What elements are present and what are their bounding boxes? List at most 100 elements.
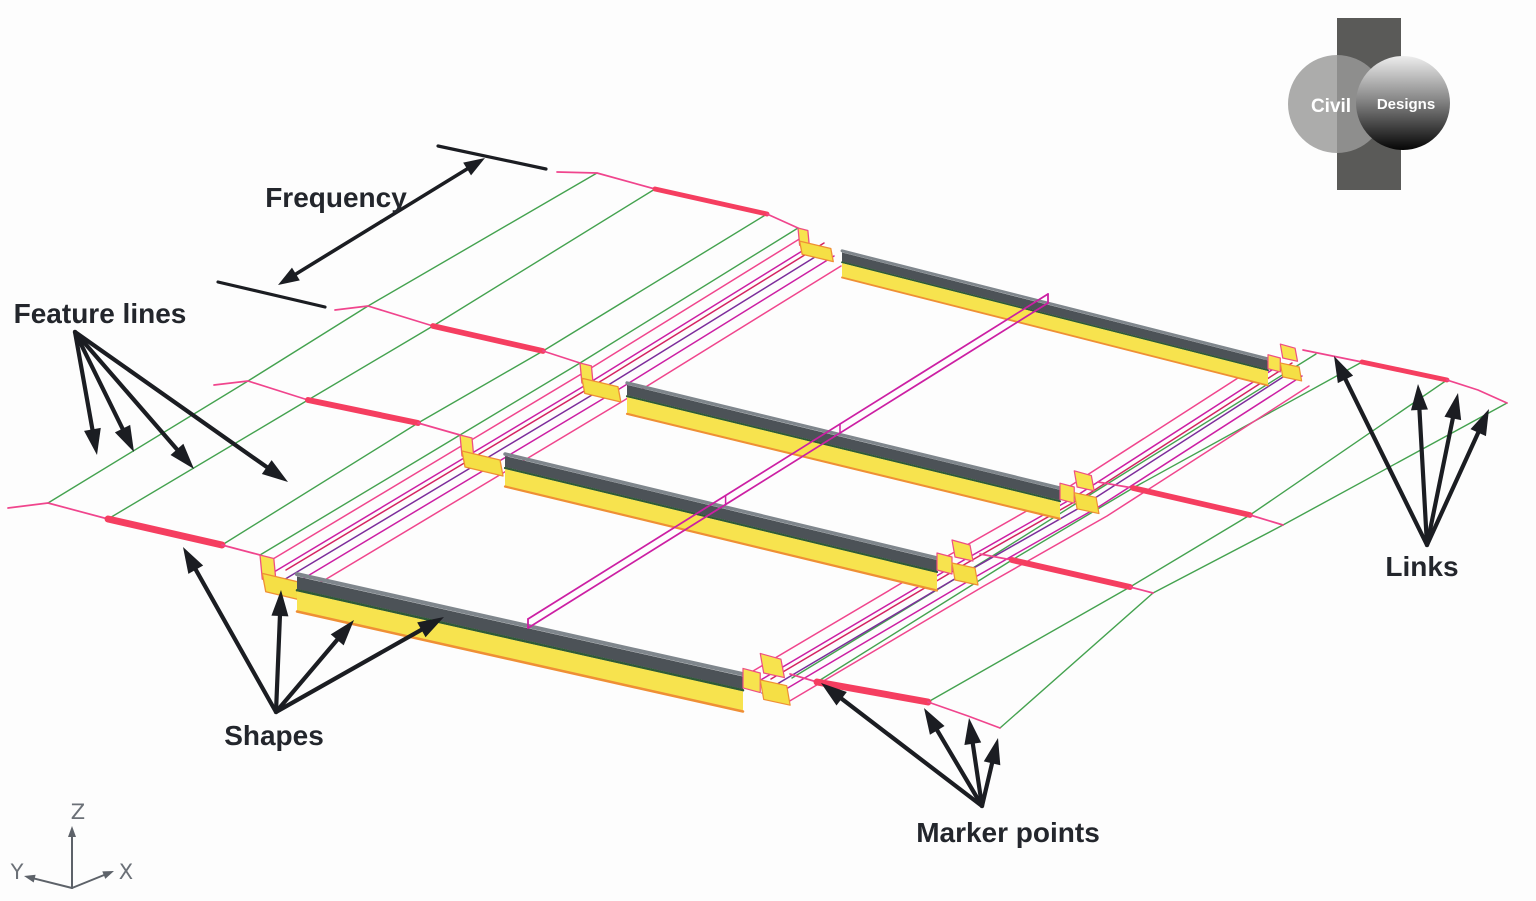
red-link (1359, 359, 1450, 383)
feature-lines-arrow-head (114, 424, 134, 452)
pavement-green-edge (295, 588, 745, 692)
station-B (213, 380, 1154, 594)
feature-lines-arrow-head (170, 443, 194, 469)
station-A (7, 502, 1001, 729)
green-feature-line (221, 213, 768, 546)
marker-points-label: Marker points (916, 817, 1100, 848)
daylight-link-line (213, 380, 309, 401)
end-curb-shape (1073, 470, 1095, 492)
axis-z-head (68, 826, 76, 837)
pavement-surface-shape (627, 384, 1060, 501)
axis-x-label: X (119, 860, 133, 884)
links-arrow-head (1470, 409, 1489, 437)
links-arrow-line (1417, 403, 1430, 548)
frequency-extension-line (216, 280, 327, 309)
pavement-base-shape (627, 397, 1060, 519)
right-curb-feature-line (761, 376, 1284, 694)
frequency-dimension-head (463, 158, 485, 176)
logo: Civil Designs (1288, 18, 1450, 190)
pavement-base-shape (842, 263, 1268, 386)
pavement-top-edge (625, 381, 1062, 490)
axis-y-head (24, 874, 36, 883)
axis-z-label: Z (71, 800, 85, 824)
green-feature-line (107, 188, 656, 520)
links-arrow-head (1410, 384, 1428, 411)
red-link (1009, 557, 1133, 590)
link-line (1302, 349, 1363, 363)
marker-points-arrow-line (979, 757, 996, 809)
daylight-link-line (1446, 379, 1508, 404)
right-curb-feature-line (787, 385, 1310, 703)
feature-lines-arrow-line (72, 329, 182, 455)
median-box-rail (527, 302, 1049, 629)
frequency-dimension-line (379, 165, 473, 224)
pavement-surface-shape (842, 252, 1268, 370)
logo-left-circle-icon (1288, 55, 1386, 153)
pavement-bottom-edge (841, 276, 1269, 387)
shapes-arrow-head (417, 617, 444, 638)
left-curb-feature-line (302, 265, 842, 594)
end-curb-shape (742, 667, 761, 694)
left-curb-feature-line (262, 237, 802, 566)
pavement-top-edge (840, 249, 1270, 361)
pavement-top-edge (503, 452, 939, 560)
end-curb-shape (759, 679, 791, 706)
left-curb-feature-line (295, 255, 835, 584)
station-D (556, 171, 1508, 404)
red-link (652, 186, 770, 217)
end-curb-shape (759, 652, 786, 679)
frequency-dimension-line (290, 219, 384, 278)
shapes-arrow-head (330, 620, 354, 646)
pavement-base-shape (505, 469, 937, 590)
shapes-arrow-head (183, 547, 204, 574)
red-link (430, 323, 546, 354)
pavement-green-edge (503, 466, 939, 574)
daylight-link-line (334, 305, 434, 327)
curb-shape (461, 450, 504, 477)
feature-lines-arrow-line (72, 329, 96, 436)
end-curb-shape (1279, 362, 1303, 382)
pavement-top-edge (294, 572, 746, 677)
feature-lines-arrow-head (84, 427, 101, 455)
red-link (305, 397, 421, 426)
feature-lines-label: Feature lines (14, 298, 187, 329)
green-feature-line (47, 172, 598, 504)
pavement-surface-shape (297, 576, 743, 690)
marker-points-arrow-line (836, 694, 985, 809)
feature-lines-arrow-line (72, 329, 273, 472)
median-box-rail (527, 293, 1049, 620)
pavement-bottom-edge (295, 610, 745, 713)
red-link (813, 678, 932, 706)
pavement-bottom-edge (503, 485, 939, 592)
feature-lines-arrow-line (72, 329, 127, 435)
end-curb-shape (951, 539, 974, 562)
right-curb-feature-line (753, 367, 1276, 685)
shapes-arrow-line (191, 564, 279, 715)
annotation-arrows (72, 144, 1489, 809)
axis-x-line (71, 872, 109, 889)
marker-points-arrow-head (983, 738, 1001, 766)
link-line (221, 544, 261, 556)
logo-civil-text: Civil (1311, 96, 1351, 117)
green-feature-line (791, 353, 1317, 679)
marker-points-arrow-head (964, 718, 982, 745)
end-curb-shape (1073, 492, 1100, 515)
red-link (1130, 485, 1253, 518)
logo-designs-text: Designs (1377, 96, 1435, 113)
shapes-arrow-line (273, 609, 283, 715)
feature-lines-arrow-head (261, 460, 288, 482)
daylight-link-line (7, 502, 109, 520)
red-link (104, 515, 226, 549)
daylight-link-line (1249, 514, 1284, 526)
frequency-dimension-head (278, 267, 300, 285)
pavement-base-shape (297, 591, 743, 711)
axis-x-head (102, 871, 114, 879)
end-curb-shape (936, 552, 953, 575)
shapes-arrow-head (271, 590, 289, 617)
axis-y-label: Y (10, 860, 24, 884)
right-curb-feature-line (780, 375, 1303, 693)
link-line (979, 553, 1013, 561)
corridor-geometry (7, 171, 1508, 729)
